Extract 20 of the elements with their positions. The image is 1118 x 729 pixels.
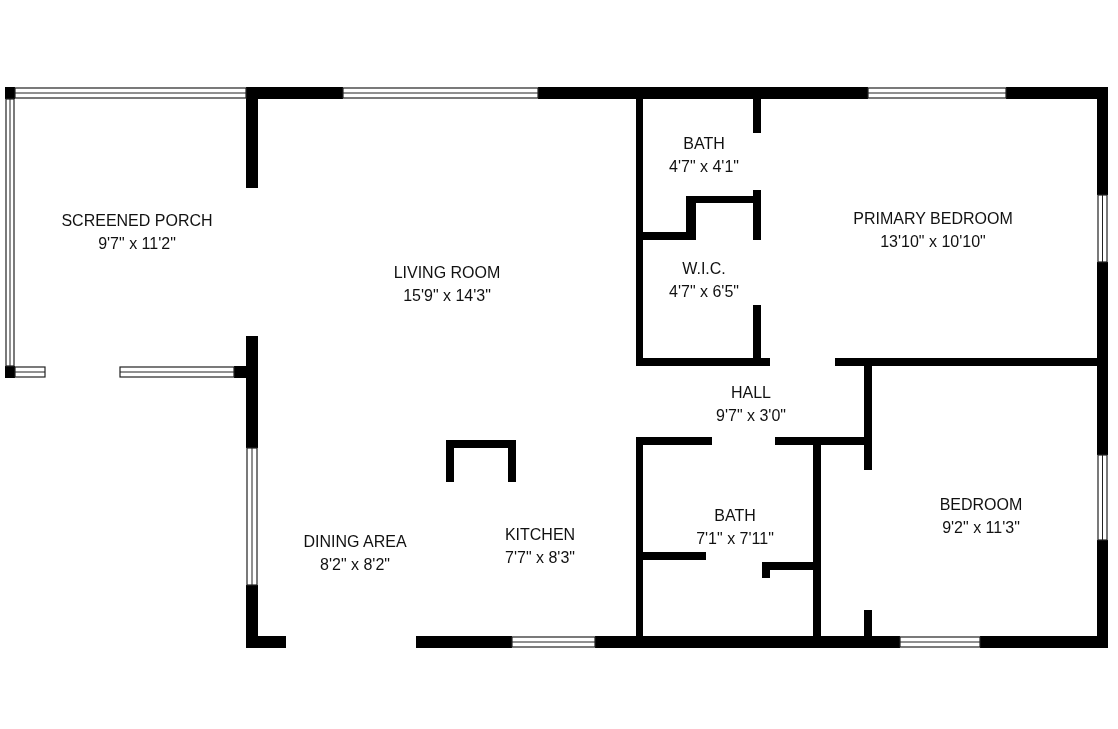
room-dimensions: 8'2" x 8'2" [319, 555, 391, 575]
room-dimensions: 13'10" x 10'10" [879, 232, 987, 252]
room-name: HALL [730, 383, 772, 403]
room-dimensions: 15'9" x 14'3" [402, 286, 492, 306]
room-name: LIVING ROOM [393, 263, 501, 283]
room-dimensions: 9'7" x 3'0" [716, 406, 786, 426]
room-name: BEDROOM [939, 495, 1023, 515]
room-name: BATH [713, 506, 757, 526]
room-name: BATH [682, 134, 726, 154]
room-dimensions: 9'2" x 11'3" [941, 518, 1021, 538]
room-name: KITCHEN [504, 525, 576, 545]
room-dimensions: 4'7" x 4'1" [669, 157, 739, 177]
room-name: SCREENED PORCH [61, 211, 213, 231]
room-dimensions: 7'7" x 8'3" [504, 548, 576, 568]
room-dimensions: 9'7" x 11'2" [97, 234, 177, 254]
room-dimensions: 4'7" x 6'5" [669, 282, 739, 302]
room-name: DINING AREA [303, 532, 407, 552]
room-name: W.I.C. [681, 259, 727, 279]
room-dimensions: 7'1" x 7'11" [696, 529, 774, 549]
room-name: PRIMARY BEDROOM [853, 209, 1013, 229]
